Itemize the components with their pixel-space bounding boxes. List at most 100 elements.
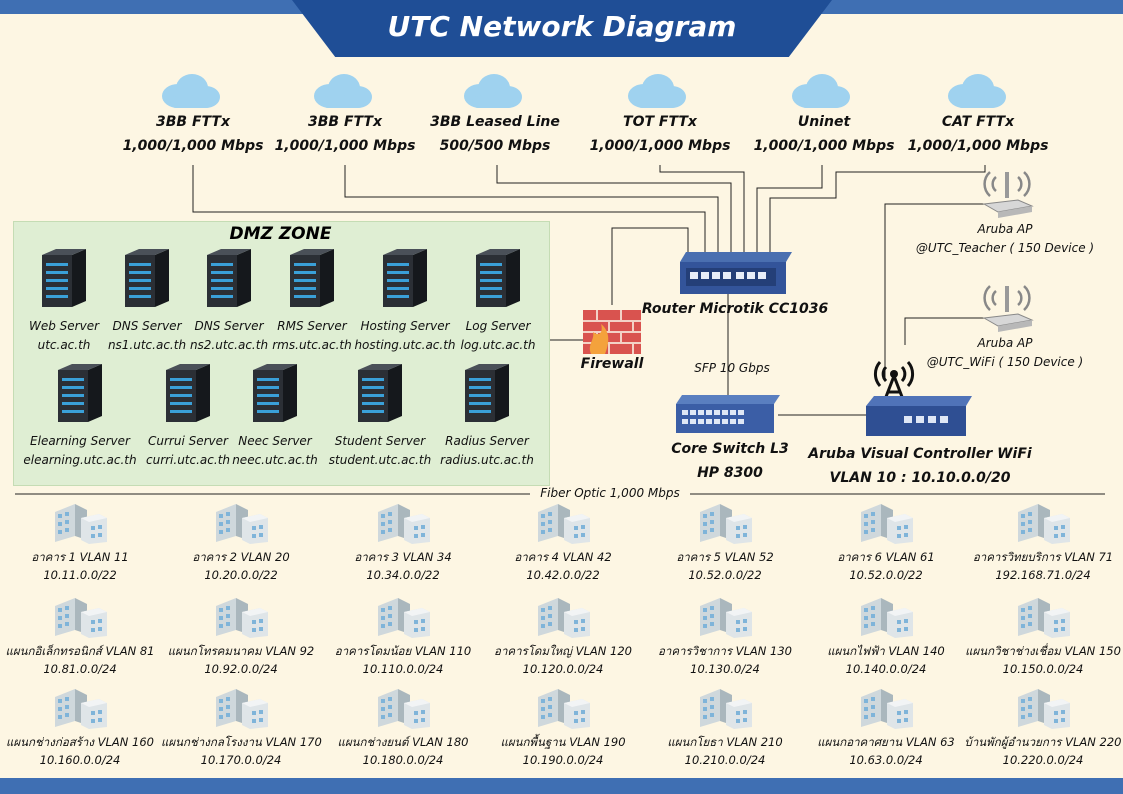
server-icon [125, 249, 169, 307]
server-host: elearning.utc.ac.th [23, 453, 137, 467]
building-name: อาคารวิชาการ VLAN 130 [657, 644, 792, 658]
building-icon [1018, 689, 1070, 729]
building-name: แผนกวิชาช่างเชื่อม VLAN 150 [965, 644, 1121, 658]
building-icon [861, 689, 913, 729]
cloud-icon [162, 74, 220, 108]
isp-speed: 1,000/1,000 Mbps [907, 138, 1049, 154]
server-icon [290, 249, 334, 307]
server-name: DNS Server [112, 319, 182, 333]
building-name: แผนกช่างก่อสร้าง VLAN 160 [6, 735, 154, 749]
server-host: hosting.utc.ac.th [354, 338, 456, 352]
server-host: radius.utc.ac.th [440, 453, 534, 467]
core-switch-icon [676, 395, 780, 433]
building-subnet: 10.130.0/24 [690, 662, 760, 676]
firewall-icon [583, 310, 641, 354]
server-host: student.utc.ac.th [328, 453, 432, 467]
building-subnet: 10.160.0.0/24 [39, 753, 121, 767]
building-icon [216, 504, 268, 544]
building-node: อาคาร 2 VLAN 20 10.20.0.0/22 [161, 502, 321, 584]
server-icon [253, 364, 297, 422]
building-subnet: 10.220.0.0/24 [1002, 753, 1084, 767]
building-subnet: 10.170.0.0/24 [200, 753, 282, 767]
core-switch-label-1: Core Switch L3 [671, 441, 789, 457]
sfp-label: SFP 10 Gbps [694, 361, 770, 375]
building-name: อาคาร 3 VLAN 34 [354, 550, 452, 564]
server-name: Neec Server [238, 434, 312, 448]
isp-name: CAT FTTx [941, 114, 1015, 130]
core-switch-label-2: HP 8300 [697, 465, 763, 481]
building-icon [538, 504, 590, 544]
building-subnet: 10.42.0.0/22 [526, 568, 600, 582]
dmz-zone [13, 221, 550, 486]
dmz-server: DNS Server ns1.utc.ac.th [87, 249, 207, 355]
building-name: แผนกโยธา VLAN 210 [667, 735, 783, 749]
router-icon [680, 252, 792, 294]
building-name: แผนกพื้นฐาน VLAN 190 [500, 735, 626, 749]
building-icon [861, 598, 913, 638]
server-name: DNS Server [194, 319, 264, 333]
building-name: แผนกอิเล็กทรอนิกส์ VLAN 81 [5, 644, 155, 658]
server-icon [476, 249, 520, 307]
building-icon [700, 504, 752, 544]
isp-name: 3BB FTTx [156, 114, 230, 130]
firewall-label: Firewall [580, 356, 644, 372]
building-subnet: 10.63.0.0/24 [849, 753, 923, 767]
cloud-icon [314, 74, 372, 108]
building-subnet: 10.52.0.0/22 [849, 568, 923, 582]
building-icon [861, 504, 913, 544]
server-icon [207, 249, 251, 307]
access-point-icon [982, 171, 1034, 218]
building-icon [55, 598, 107, 638]
building-node: อาคาร 3 VLAN 34 10.34.0.0/22 [323, 502, 483, 584]
server-name: Student Server [334, 434, 426, 448]
dmz-server: Radius Server radius.utc.ac.th [427, 364, 547, 470]
building-subnet: 10.120.0.0/24 [522, 662, 604, 676]
building-icon [378, 689, 430, 729]
building-icon [216, 689, 268, 729]
router-label: Router Microtik CC1036 [641, 301, 829, 317]
isp-speed: 1,000/1,000 Mbps [122, 138, 264, 154]
server-icon [58, 364, 102, 422]
ap-teacher-label-2: @UTC_Teacher ( 150 Device ) [915, 241, 1095, 255]
server-icon [358, 364, 402, 422]
building-icon [378, 504, 430, 544]
building-name: อาคารโดมน้อย VLAN 110 [334, 644, 472, 658]
building-name: อาคาร 5 VLAN 52 [676, 550, 774, 564]
building-node: อาคาร 4 VLAN 42 10.42.0.0/22 [483, 502, 643, 584]
server-host: ns1.utc.ac.th [107, 338, 187, 352]
building-subnet: 10.140.0.0/24 [845, 662, 927, 676]
server-host: curri.utc.ac.th [145, 453, 231, 467]
building-name: อาคาร 4 VLAN 42 [514, 550, 612, 564]
server-name: RMS Server [277, 319, 347, 333]
antenna-icon [873, 361, 915, 402]
building-name: อาคาร 2 VLAN 20 [192, 550, 290, 564]
building-subnet: 10.34.0.0/22 [366, 568, 440, 582]
server-host: utc.ac.th [37, 338, 91, 352]
building-subnet: 10.20.0.0/22 [204, 568, 278, 582]
server-name: Hosting Server [360, 319, 450, 333]
isp-speed: 1,000/1,000 Mbps [589, 138, 731, 154]
cloud-icon [792, 74, 850, 108]
building-icon [1018, 598, 1070, 638]
building-icon [378, 598, 430, 638]
server-name: Radius Server [445, 434, 529, 448]
wifi-controller-icon [866, 396, 972, 436]
ap-wifi-label-1: Aruba AP [977, 336, 1033, 350]
access-point-icon [982, 285, 1034, 332]
server-name: Currui Server [148, 434, 228, 448]
controller-label-2: VLAN 10 : 10.10.0.0/20 [829, 470, 1011, 486]
isp-name: 3BB Leased Line [430, 114, 560, 130]
building-name: แผนกไฟฟ้า VLAN 140 [827, 644, 945, 658]
server-icon [166, 364, 210, 422]
